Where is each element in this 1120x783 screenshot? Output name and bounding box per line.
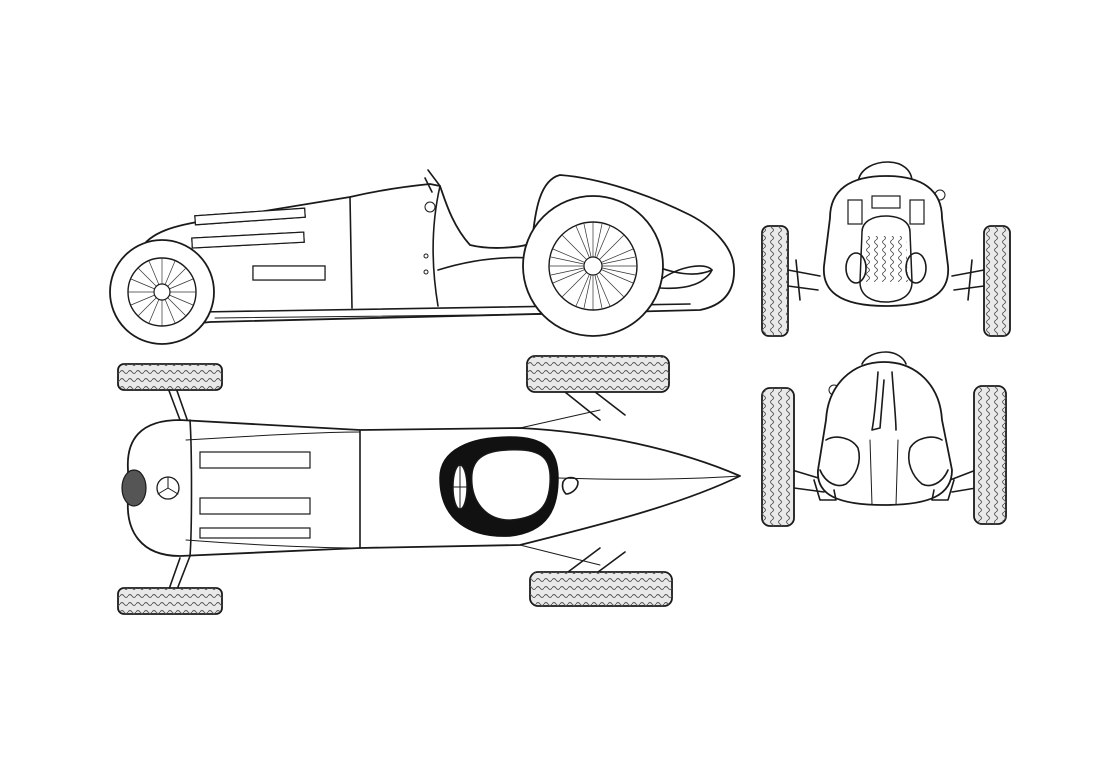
side-front-wheel bbox=[109, 239, 215, 345]
rear-body bbox=[817, 361, 953, 506]
side-rear-wheel bbox=[522, 195, 664, 337]
top-vent-1 bbox=[199, 451, 311, 469]
top-vent-3 bbox=[199, 527, 311, 539]
side-view bbox=[109, 169, 735, 345]
top-view bbox=[117, 355, 741, 615]
top-grille bbox=[121, 469, 147, 507]
rear-view bbox=[761, 351, 1007, 527]
front-view bbox=[761, 161, 1011, 337]
top-vent-2 bbox=[199, 497, 311, 515]
